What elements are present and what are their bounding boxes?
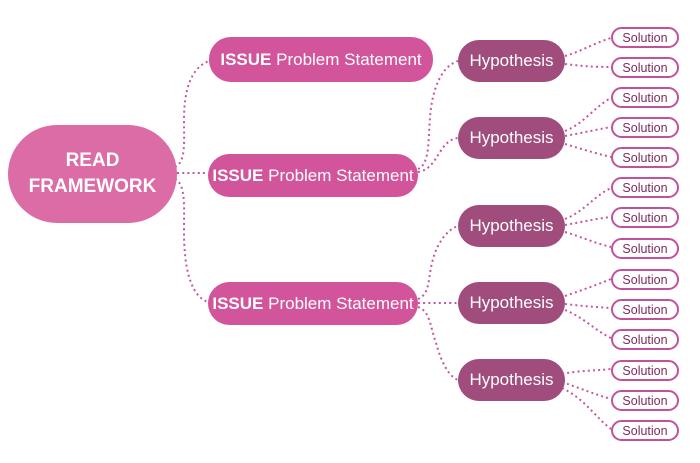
edge-hyp3-sol8 [564, 231, 612, 248]
hypothesis-node-1: Hypothesis [458, 40, 565, 82]
edge-hyp3-sol6 [564, 187, 612, 220]
solution-node-5: Solution [611, 147, 679, 168]
edge-hyp5-sol14 [561, 387, 612, 430]
solution-node-9: Solution [611, 269, 679, 290]
edge-hyp5-sol13 [561, 381, 612, 400]
edge-root-issue1 [174, 60, 210, 168]
solution-13-label: Solution [622, 393, 668, 408]
solution-node-7: Solution [611, 207, 679, 228]
solution-3-label: Solution [622, 90, 668, 105]
hypothesis-node-3: Hypothesis [458, 205, 565, 247]
solution-12-label: Solution [622, 363, 668, 378]
edge-issue2-hyp2 [417, 137, 459, 173]
solution-2-label: Solution [622, 60, 668, 75]
edge-hyp1-sol2 [564, 63, 612, 68]
hypothesis-2-label: Hypothesis [469, 128, 554, 147]
edge-hyp5-sol12 [561, 368, 612, 375]
issue-node-2: ISSUE Problem Statement [208, 154, 418, 197]
edge-hyp4-sol11 [564, 309, 612, 339]
edge-hyp1-sol1 [564, 37, 612, 57]
issue-2-text: Problem Statement [268, 165, 414, 185]
solution-1-label: Solution [622, 30, 668, 45]
solution-node-11: Solution [611, 329, 679, 350]
issue-node-1: ISSUE Problem Statement [209, 37, 433, 82]
hypothesis-node-4: Hypothesis [458, 282, 565, 324]
hypothesis-node-2: Hypothesis [458, 117, 565, 159]
solution-node-6: Solution [611, 177, 679, 198]
root-label-line1: READ [65, 150, 120, 171]
root-label-line2: FRAMEWORK [28, 176, 157, 197]
solution-node-13: Solution [611, 390, 679, 411]
solution-node-10: Solution [611, 299, 679, 320]
solution-9-label: Solution [622, 272, 668, 287]
hypothesis-4-label: Hypothesis [469, 293, 554, 312]
solution-14-label: Solution [622, 423, 668, 438]
issue-3-text: Problem Statement [268, 293, 414, 313]
root-node-read-framework: READ FRAMEWORK [8, 125, 177, 223]
issue-3-keyword: ISSUE [212, 293, 264, 313]
edge-hyp2-sol4 [564, 126, 612, 137]
solution-5-label: Solution [622, 150, 668, 165]
solution-11-label: Solution [622, 332, 668, 347]
hypothesis-5-label: Hypothesis [469, 370, 554, 389]
edge-hyp2-sol3 [564, 97, 612, 132]
solution-node-12: Solution [611, 360, 679, 381]
solution-node-14: Solution [611, 420, 679, 441]
issue-node-3: ISSUE Problem Statement [208, 282, 418, 325]
solution-node-4: Solution [611, 117, 679, 138]
issue-1-keyword: ISSUE [220, 49, 272, 69]
solution-4-label: Solution [622, 120, 668, 135]
solution-node-1: Solution [611, 27, 679, 48]
hypothesis-1-label: Hypothesis [469, 51, 554, 70]
hypothesis-node-5: Hypothesis [458, 359, 565, 401]
solution-6-label: Solution [622, 180, 668, 195]
solution-7-label: Solution [622, 210, 668, 225]
edge-hyp4-sol9 [564, 278, 612, 297]
edge-issue3-hyp3 [417, 225, 459, 300]
edge-issue3-hyp5 [417, 306, 459, 381]
issue-2-keyword: ISSUE [212, 165, 264, 185]
solution-node-2: Solution [611, 57, 679, 78]
hypothesis-3-label: Hypothesis [469, 216, 554, 235]
edge-hyp3-sol7 [564, 216, 612, 226]
edge-hyp2-sol5 [564, 143, 612, 158]
edge-hyp4-sol10 [564, 303, 612, 309]
issue-1-text: Problem Statement [276, 49, 422, 69]
solution-node-8: Solution [611, 238, 679, 259]
solution-10-label: Solution [622, 302, 668, 317]
solution-node-3: Solution [611, 87, 679, 108]
solution-8-label: Solution [622, 241, 668, 256]
edge-root-issue3 [174, 178, 209, 303]
